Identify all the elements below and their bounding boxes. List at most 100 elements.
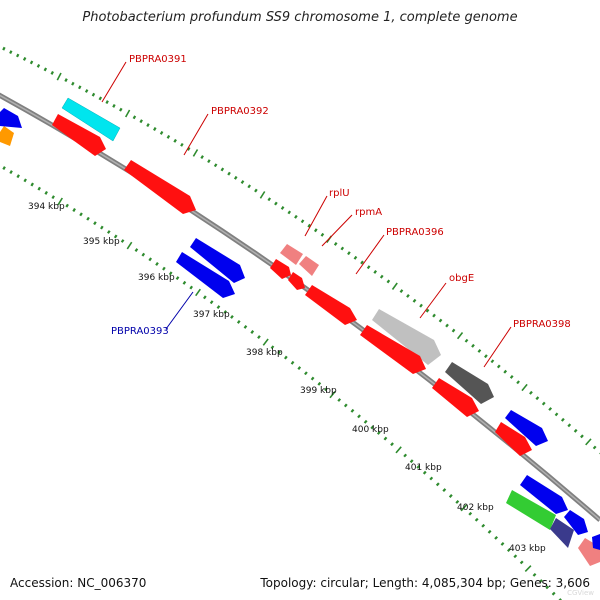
ring-tick — [399, 289, 404, 294]
gene-feature-left-forward[interactable] — [52, 114, 106, 156]
ring-tick — [300, 219, 305, 224]
gene-feature-red-mid[interactable] — [360, 325, 426, 374]
ring-tick — [230, 315, 234, 319]
ring-tick — [484, 354, 488, 359]
ring-tick — [86, 216, 90, 221]
ring-tick — [182, 280, 187, 285]
gene-feature-orange-left[interactable] — [0, 126, 14, 146]
ring-tick — [432, 313, 436, 318]
ring-tick — [254, 188, 258, 193]
scale-labels: 394 kbp 395 kbp 396 kbp 397 kbp 398 kbp … — [28, 202, 546, 554]
ring-tick — [438, 318, 443, 323]
gene-label-pbpra0393[interactable]: PBPRA0393 — [111, 326, 169, 337]
gene-label-pbpra0392[interactable]: PBPRA0392 — [211, 106, 269, 117]
ring-tick — [207, 159, 211, 164]
ring-tick — [419, 303, 423, 308]
ring-tick — [490, 359, 495, 364]
ring-tick — [313, 228, 318, 233]
ring-tick — [106, 230, 111, 234]
ring-tick — [203, 295, 207, 300]
ring-tick — [173, 138, 177, 143]
ring-tick — [105, 100, 109, 105]
ring-tick — [558, 598, 562, 600]
scale-label: 399 kbp — [300, 386, 337, 396]
gene-feature-pbpra0398[interactable] — [445, 362, 494, 404]
gene-label-pbpra0396[interactable]: PBPRA0396 — [386, 227, 444, 238]
ring-tick — [357, 414, 361, 419]
gene-feature-left-reverse[interactable] — [0, 108, 22, 128]
watermark: CGView — [567, 589, 594, 597]
ring-tick — [448, 494, 453, 498]
ring-tick — [23, 178, 27, 183]
gene-feature-red-small-a[interactable] — [270, 259, 291, 279]
outer-tick-ring — [2, 46, 600, 455]
ring-tick — [126, 241, 133, 250]
ring-tick — [175, 276, 180, 281]
ring-tick — [166, 134, 171, 139]
ring-tick — [337, 398, 342, 402]
gene-feature-blue-edge[interactable] — [592, 534, 600, 550]
gene-feature-blue-bottom[interactable] — [520, 475, 568, 514]
ring-tick — [567, 423, 572, 428]
ring-tick — [513, 554, 518, 559]
ring-tick — [125, 109, 131, 118]
gene-feature-pbpra0391[interactable] — [61, 97, 121, 142]
ring-tick — [548, 407, 553, 411]
ring-tick — [477, 349, 482, 353]
gene-label-obge[interactable]: obgE — [449, 273, 474, 284]
gene-label-rpma[interactable]: rpmA — [355, 207, 382, 218]
ring-tick — [186, 146, 191, 151]
ring-tick — [189, 285, 194, 290]
gene-feature-blue-lower[interactable] — [505, 410, 548, 446]
ring-tick — [451, 328, 456, 333]
gene-feature-red-lower[interactable] — [432, 378, 479, 417]
gene-feature-rplu[interactable] — [280, 244, 303, 265]
gene-feature-blue-bottom-2[interactable] — [564, 510, 588, 535]
ring-tick — [213, 163, 218, 168]
ring-tick — [36, 63, 41, 68]
ring-tick — [220, 167, 225, 172]
gene-feature-red-lower-2[interactable] — [495, 422, 532, 456]
scale-label: 394 kbp — [28, 202, 65, 212]
ring-tick — [592, 445, 597, 450]
ring-tick — [153, 127, 157, 131]
ring-tick — [391, 282, 398, 290]
scale-label: 400 kbp — [352, 425, 389, 435]
gene-label-rplu[interactable]: rplU — [329, 188, 350, 199]
ring-tick — [148, 257, 153, 262]
ring-tick — [379, 274, 384, 279]
chromosome-backbone — [0, 92, 600, 522]
ring-tick — [195, 288, 201, 297]
gene-feature-obge[interactable] — [372, 309, 441, 365]
gene-feature-navy[interactable] — [550, 518, 574, 548]
scale-label: 398 kbp — [246, 348, 283, 358]
gene-labels: PBPRA0391 PBPRA0392 rplU rpmA PBPRA0396 … — [111, 54, 571, 337]
gene-feature-pbpra0396[interactable] — [305, 285, 357, 325]
ring-tick — [529, 390, 533, 395]
ring-tick — [134, 248, 139, 253]
ring-tick — [464, 338, 469, 343]
gene-feature-green[interactable] — [506, 490, 556, 530]
ring-tick — [113, 234, 118, 239]
ring-tick — [119, 107, 123, 112]
ring-tick — [2, 166, 6, 170]
ring-tick — [65, 203, 69, 208]
gene-label-pbpra0391[interactable]: PBPRA0391 — [129, 54, 187, 65]
ring-tick — [51, 195, 55, 200]
ring-tick — [560, 417, 565, 422]
gene-label-pbpra0398[interactable]: PBPRA0398 — [513, 319, 571, 330]
ring-tick — [366, 265, 371, 270]
ring-tick — [287, 210, 292, 215]
ring-tick — [44, 190, 48, 195]
ring-tick — [192, 149, 199, 157]
gene-feature-pbpra0393-b[interactable] — [176, 252, 235, 298]
gene-feature-red-small-b[interactable] — [288, 272, 305, 290]
ring-tick — [416, 464, 421, 469]
ring-tick — [267, 197, 272, 202]
gene-feature-rpma[interactable] — [299, 256, 319, 276]
gene-feature-pbpra0392[interactable] — [124, 160, 196, 214]
gene-feature-pbpra0393-a[interactable] — [190, 238, 245, 283]
ring-tick — [406, 294, 410, 298]
ring-tick — [277, 350, 281, 355]
ring-tick — [507, 548, 511, 552]
